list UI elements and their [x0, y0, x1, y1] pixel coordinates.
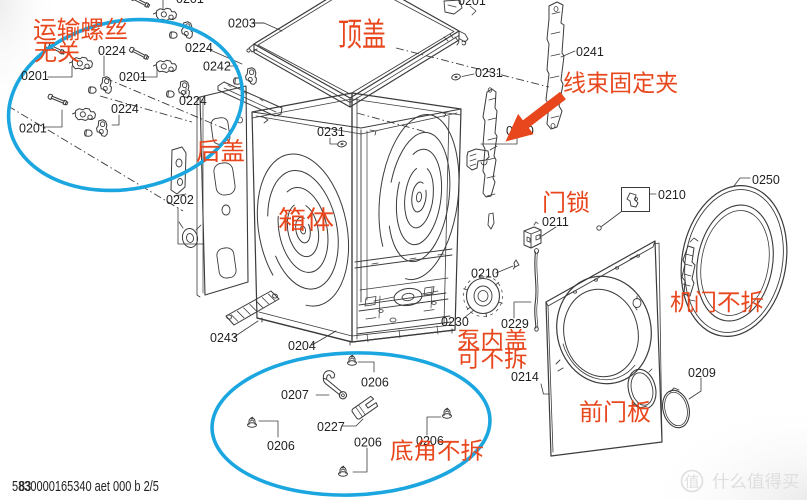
svg-text:0201: 0201 — [19, 122, 47, 136]
svg-text:0210: 0210 — [658, 188, 686, 202]
svg-text:5830000165340 aet 000 b 2/5: 5830000165340 aet 000 b 2/5 — [12, 477, 159, 494]
svg-text:0224: 0224 — [179, 94, 207, 108]
svg-text:0211: 0211 — [542, 215, 569, 229]
svg-text:0227: 0227 — [317, 420, 345, 434]
svg-text:0224: 0224 — [98, 44, 126, 58]
svg-text:0203: 0203 — [228, 17, 256, 31]
svg-text:0202: 0202 — [166, 193, 194, 207]
svg-text:83: 83 — [19, 477, 31, 494]
svg-text:0206: 0206 — [354, 436, 382, 450]
svg-text:0230: 0230 — [441, 315, 469, 329]
svg-text:0204: 0204 — [288, 339, 316, 353]
svg-text:0207: 0207 — [281, 388, 309, 402]
svg-text:0241: 0241 — [576, 45, 604, 59]
svg-text:0201: 0201 — [21, 69, 49, 83]
svg-text:0201: 0201 — [176, 0, 204, 6]
svg-text:0231: 0231 — [317, 125, 345, 139]
svg-text:0231: 0231 — [475, 66, 503, 80]
svg-text:0224: 0224 — [111, 102, 139, 116]
svg-text:0214: 0214 — [511, 370, 539, 384]
svg-text:0229: 0229 — [501, 317, 529, 331]
svg-text:0224: 0224 — [185, 41, 213, 55]
svg-text:0210: 0210 — [471, 267, 499, 281]
svg-text:0209: 0209 — [688, 366, 716, 380]
svg-text:0242: 0242 — [203, 60, 231, 74]
svg-text:0243: 0243 — [210, 331, 238, 345]
svg-text:0206: 0206 — [267, 439, 295, 453]
svg-text:0201: 0201 — [458, 0, 486, 8]
svg-text:0206: 0206 — [361, 376, 389, 390]
svg-text:0201: 0201 — [119, 70, 147, 84]
svg-text:0250: 0250 — [752, 173, 780, 187]
